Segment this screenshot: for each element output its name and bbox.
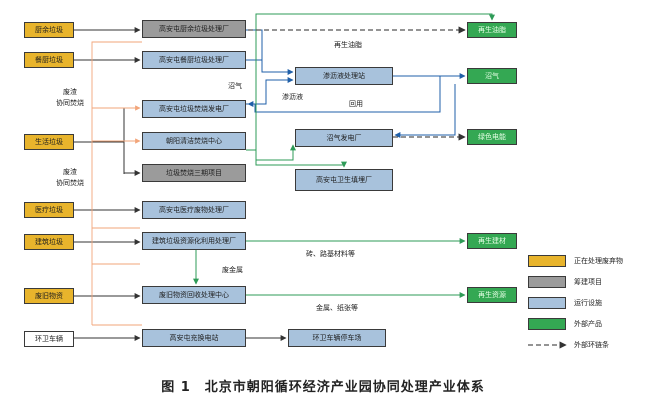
facility-landfill-label: 高安屯卫生填埋厂 [316,176,372,184]
source-domestic-waste-label: 生活垃圾 [35,138,63,146]
edge-label-recycled-oil: 再生油脂 [334,41,362,49]
edge-label-biogas: 沼气 [228,82,242,90]
facility-incineration-plant-label: 高安屯垃圾焚烧发电厂 [159,105,229,113]
leachate-from-kitchen [246,29,294,75]
facility-construction-plant-label: 建筑垃圾资源化利用处理厂 [152,237,236,245]
source-medical-waste: 医疗垃圾 [24,202,74,218]
facility-charging-station-label: 高安屯充换电站 [169,334,219,342]
product-green-power: 绿色电能 [467,129,517,145]
facility-medical-plant-label: 高安屯医疗废物处理厂 [159,206,229,214]
facility-incineration-plant: 高安屯垃圾焚烧发电厂 [142,100,246,118]
legend-label-dash: 外部环链条 [574,341,609,349]
source-used-goods-label: 废旧物资 [35,292,63,300]
legend-swatch-proj [528,276,566,288]
facility-kitchen-plant-label: 高安屯厨余垃圾处理厂 [159,25,229,33]
product-biogas-product-label: 沼气 [485,72,499,80]
facility-construction-plant: 建筑垃圾资源化利用处理厂 [142,232,246,250]
source-medical-waste-label: 医疗垃圾 [35,206,63,214]
facility-biogas-plant: 沼气发电厂 [295,129,393,147]
source-domestic-waste: 生活垃圾 [24,134,74,150]
source-sanitation-vehicles-label: 环卫车辆 [35,335,63,343]
source-construction-waste-label: 建筑垃圾 [35,238,63,246]
legend-label-fac: 运行设施 [574,299,602,307]
edge-label-residue-cofiring-2: 废渣协同焚烧 [56,168,84,187]
facility-parking-lot-label: 环卫车辆停车场 [312,334,362,342]
edge-label-bricks-materials: 砖、路基材料等 [306,250,355,258]
facility-chaoyang-center: 朝阳清洁焚烧中心 [142,132,246,150]
product-recycled-resources-label: 再生资源 [478,291,506,299]
edge-label-residue-cofiring-1: 废渣协同焚烧 [56,88,84,107]
facility-recycling-center-label: 废旧物资回收处理中心 [159,291,229,299]
source-construction-waste: 建筑垃圾 [24,234,74,250]
legend-label-proj: 筹建项目 [574,278,602,286]
facility-phase3-label: 垃圾焚烧三期项目 [166,169,222,177]
product-recycled-building: 再生建材 [467,233,517,249]
edge-label-scrap-metal: 废金属 [222,266,243,274]
facility-kitchen-plant: 高安屯厨余垃圾处理厂 [142,20,246,38]
edge-label-metals-paper: 金属、纸张等 [316,304,358,312]
product-recycled-oil-product-label: 再生油脂 [478,26,506,34]
legend-swatch-src [528,255,566,267]
facility-landfill: 高安屯卫生填埋厂 [295,169,393,191]
facility-chaoyang-center-label: 朝阳清洁焚烧中心 [166,137,222,145]
legend-label-src: 正在处理废弃物 [574,257,623,265]
source-used-goods: 废旧物资 [24,288,74,304]
source-restaurant-waste-label: 餐厨垃圾 [35,56,63,64]
facility-medical-plant: 高安屯医疗废物处理厂 [142,201,246,219]
facility-recycling-center: 废旧物资回收处理中心 [142,286,246,304]
edge-label-reuse: 回用 [349,100,363,108]
product-recycled-resources: 再生资源 [467,287,517,303]
source-kitchen-waste: 厨余垃圾 [24,22,74,38]
product-recycled-oil-product: 再生油脂 [467,22,517,38]
green-top-loop [255,13,495,38]
product-biogas-product: 沼气 [467,68,517,84]
residue-line-main [91,41,142,325]
facility-restaurant-plant: 高安屯餐厨垃圾处理厂 [142,51,246,69]
source-restaurant-waste: 餐厨垃圾 [24,52,74,68]
legend-swatch-prod [528,318,566,330]
product-recycled-building-label: 再生建材 [478,237,506,245]
source-sanitation-vehicles: 环卫车辆 [24,331,74,347]
source-kitchen-waste-label: 厨余垃圾 [35,26,63,34]
facility-leachate-station: 渗沥液处理站 [295,67,393,85]
facility-charging-station: 高安屯充换电站 [142,329,246,347]
legend-label-prod: 外部产品 [574,320,602,328]
reuse-return [247,76,441,113]
green-to-biogas-plant [255,38,296,161]
legend-swatch-fac [528,297,566,309]
facility-leachate-station-label: 渗沥液处理站 [323,72,365,80]
facility-phase3: 垃圾焚烧三期项目 [142,164,246,182]
facility-restaurant-plant-label: 高安屯餐厨垃圾处理厂 [159,56,229,64]
product-green-power-label: 绿色电能 [478,133,506,141]
figure-caption: 图 1 北京市朝阳循环经济产业园协同处理产业体系 [161,380,485,395]
edge-label-leachate: 渗沥液 [282,93,303,101]
facility-biogas-plant-label: 沼气发电厂 [326,134,362,142]
green-to-landfill [255,160,347,168]
facility-parking-lot: 环卫车辆停车场 [288,329,386,347]
biogas-to-power [394,84,456,138]
